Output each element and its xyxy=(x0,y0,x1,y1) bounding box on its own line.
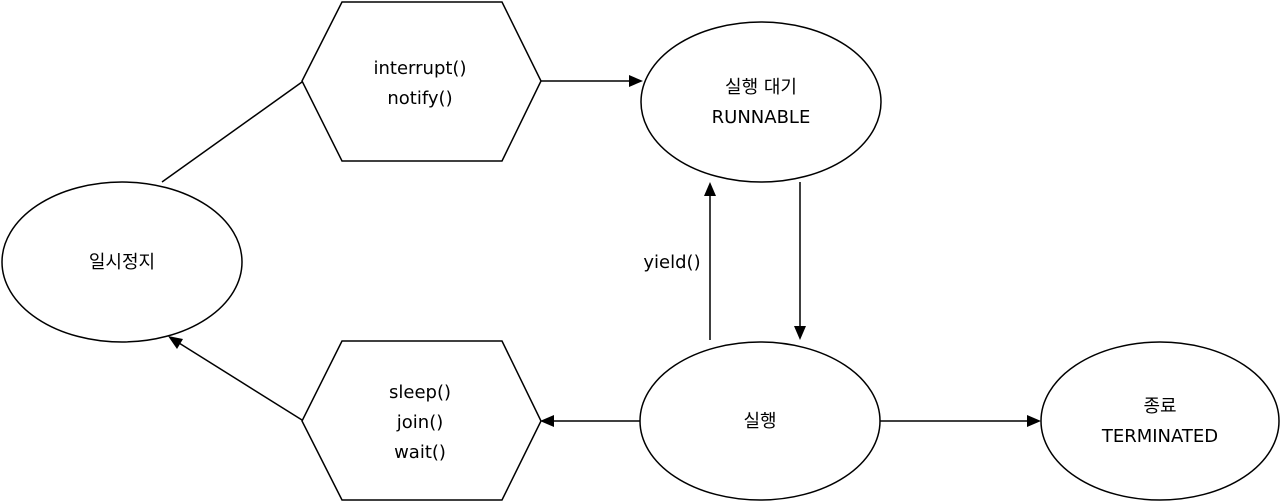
arrowhead-to-terminated xyxy=(1027,415,1041,427)
pause-methods-hexagon: sleep() join() wait() xyxy=(301,340,542,501)
edge-pause-methods-to-paused xyxy=(178,342,303,421)
arrowhead-to-pause-methods xyxy=(540,415,554,427)
state-running-label: 실행 xyxy=(743,411,776,432)
arrowhead-to-runnable xyxy=(629,75,643,87)
state-runnable-ellipse xyxy=(640,21,882,183)
edge-label-yield: yield() xyxy=(643,252,700,273)
state-paused-ellipse xyxy=(1,181,243,343)
pause-method-wait: wait() xyxy=(394,442,446,463)
resume-methods-shape xyxy=(301,1,542,162)
pause-method-sleep: sleep() xyxy=(389,382,451,403)
state-runnable: 실행 대기 RUNNABLE xyxy=(640,21,882,183)
state-terminated-ellipse xyxy=(1040,341,1280,501)
state-runnable-label-en: RUNNABLE xyxy=(712,107,811,128)
arrowhead-to-running xyxy=(794,326,806,340)
resume-methods-hexagon: interrupt() notify() xyxy=(301,1,542,162)
state-terminated-label-en: TERMINATED xyxy=(1101,426,1218,447)
state-terminated: 종료 TERMINATED xyxy=(1040,341,1280,501)
state-runnable-label-ko: 실행 대기 xyxy=(725,77,797,98)
resume-method-interrupt: interrupt() xyxy=(374,58,467,79)
arrowhead-yield-to-runnable xyxy=(704,182,716,196)
pause-methods-shape xyxy=(301,340,542,501)
pause-method-join: join() xyxy=(396,412,443,433)
edge-paused-to-resume-methods xyxy=(161,81,303,183)
edges xyxy=(161,75,1041,427)
state-paused: 일시정지 xyxy=(1,181,243,343)
arrowhead-to-paused xyxy=(168,336,183,349)
state-running: 실행 xyxy=(639,341,881,501)
resume-method-notify: notify() xyxy=(387,88,452,109)
state-paused-label: 일시정지 xyxy=(89,252,155,273)
state-running-ellipse xyxy=(639,341,881,501)
state-terminated-label-ko: 종료 xyxy=(1143,396,1176,417)
